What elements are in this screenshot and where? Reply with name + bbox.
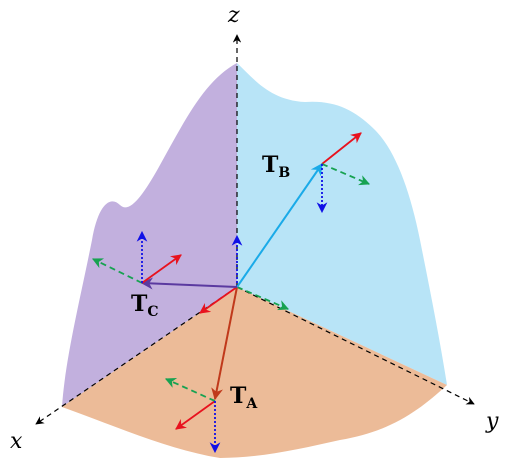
y-axis-label: y — [485, 409, 499, 434]
frame-a-y-arrow — [165, 378, 216, 402]
origin-x-arrow — [199, 286, 238, 314]
vector-to-c — [140, 277, 238, 290]
vector-to-a — [211, 286, 238, 401]
x-axis-label: x — [10, 429, 23, 454]
frame-b: TB — [262, 132, 370, 214]
vector-to-b — [236, 163, 323, 288]
y-axis-dashed — [236, 286, 475, 405]
frame-c-label: TC — [131, 291, 159, 320]
frame-b-label: TB — [262, 152, 290, 181]
z-axis-label: z — [227, 3, 240, 28]
left-face — [62, 63, 237, 407]
frame-c: TC — [92, 230, 182, 320]
frame-b-x-arrow — [321, 132, 362, 165]
right-face — [237, 63, 447, 385]
frame-b-y-arrow — [321, 163, 370, 186]
frame-a: TA — [165, 378, 258, 454]
frame-c-x-arrow — [141, 254, 182, 284]
frame-a-x-arrow — [175, 400, 216, 430]
frame-c-y-arrow — [92, 258, 143, 284]
frame-a-label: TA — [230, 383, 258, 412]
floor-face — [62, 287, 447, 458]
